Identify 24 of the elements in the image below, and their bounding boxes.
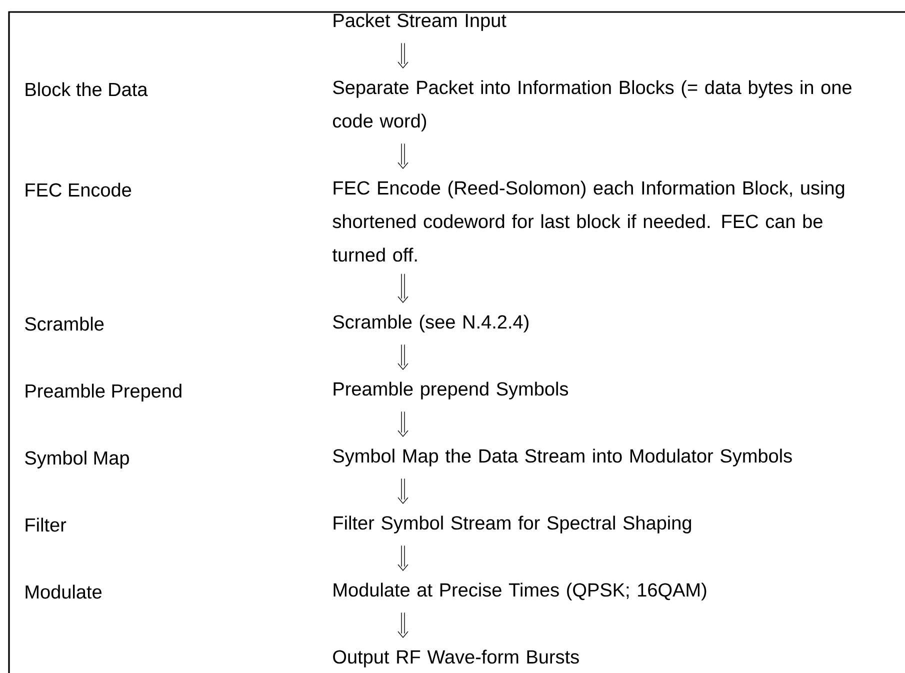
double-arrow <box>398 344 408 370</box>
double-arrow <box>398 612 408 638</box>
double-arrow <box>398 411 408 438</box>
step-text: Scramble (see N.4.2.4) <box>333 314 528 332</box>
step-label: Scramble <box>25 316 104 331</box>
step-text: FEC Encode (Reed-Solomon) each Information Block, using shortened codeword for last block if needed. FEC can be turned off. <box>332 180 844 262</box>
step-label: Block the Data <box>26 82 148 96</box>
step-text: Preamble prepend Symbols <box>334 382 568 400</box>
double-arrow <box>398 478 408 504</box>
double-arrow <box>398 42 408 69</box>
step-label: Modulate <box>26 584 102 599</box>
step-text: Modulate at Precise Times (QPSK; 16QAM) <box>334 582 706 600</box>
double-arrow <box>398 274 408 304</box>
double-arrow <box>398 143 408 170</box>
step-text: Filter Symbol Stream for Spectral Shaping <box>334 516 691 534</box>
step-label: Preamble Prepend <box>26 384 182 402</box>
step-text: Packet Stream Input <box>334 13 506 31</box>
step-text: Output RF Wave-form Bursts <box>333 650 579 668</box>
double-arrow <box>398 545 408 572</box>
step-label: Symbol Map <box>25 450 129 468</box>
step-text: Symbol Map the Data Stream into Modulator Symbols <box>333 448 792 466</box>
step-label: FEC Encode <box>26 182 132 197</box>
step-text: Separate Packet into Information Blocks (= data bytes in one code word) <box>333 80 852 132</box>
step-label: Filter <box>26 518 66 532</box>
